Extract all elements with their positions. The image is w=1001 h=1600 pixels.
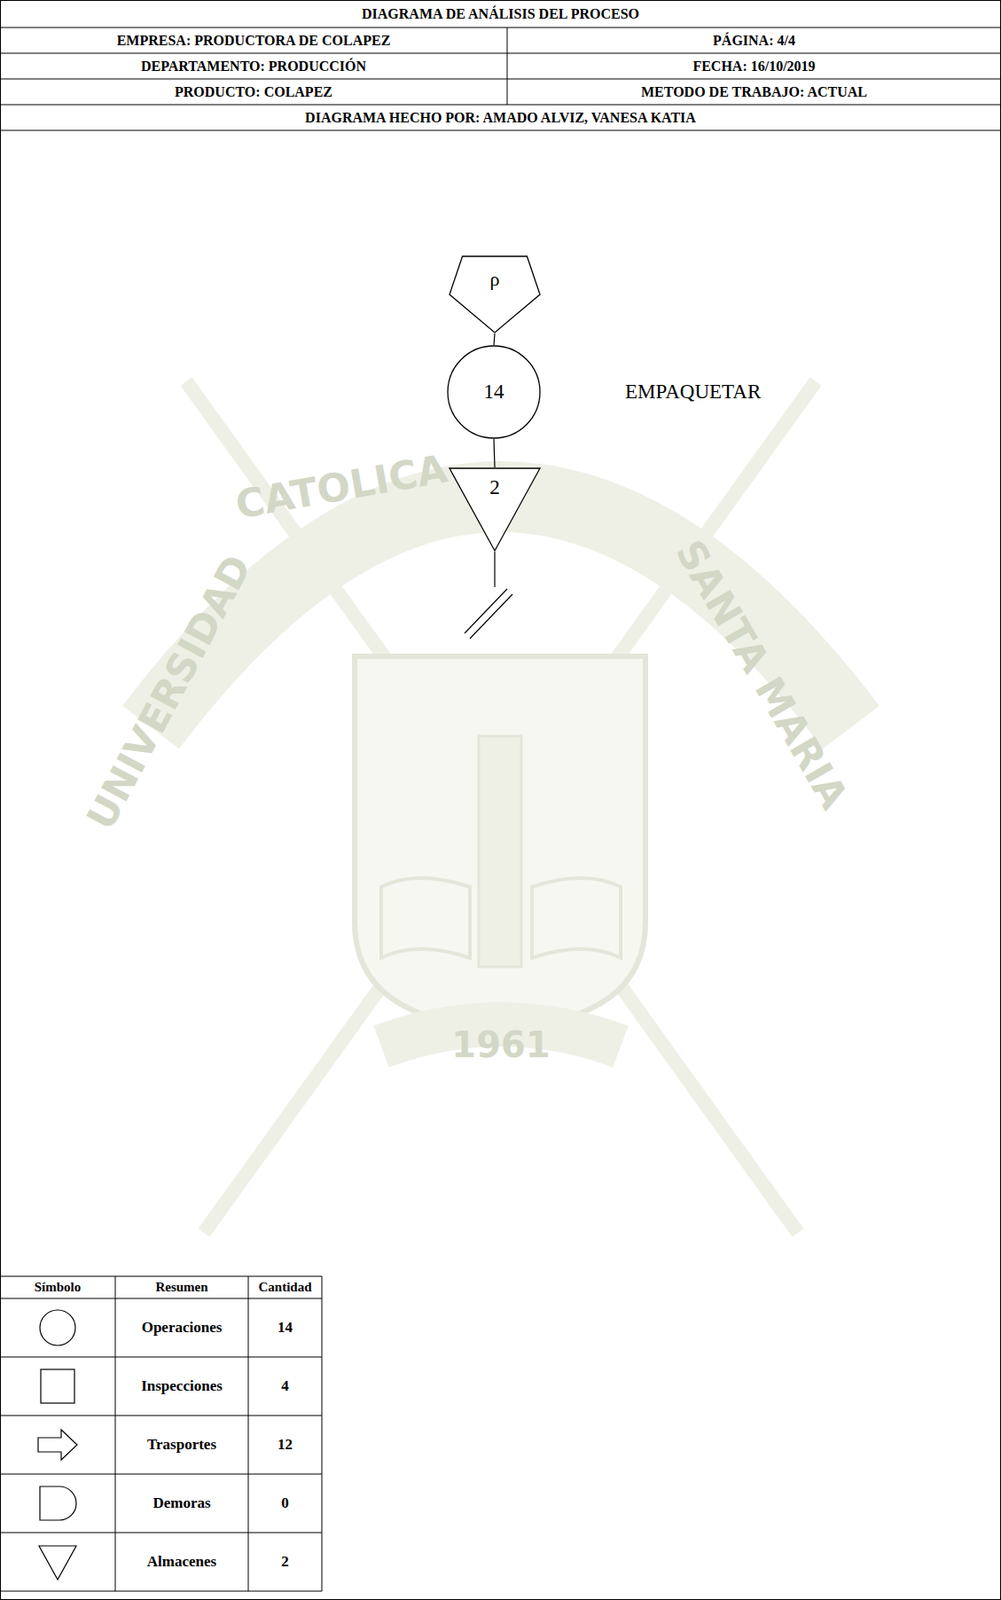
header-cell: DIAGRAMA HECHO POR: AMADO ALVIZ, VANESA …: [0, 104, 1001, 131]
quantity-cell: 0: [248, 1473, 322, 1533]
flow-line: [493, 438, 495, 468]
legend-symbol: [39, 1309, 76, 1346]
crest-tower: [478, 735, 522, 967]
crest-book: [381, 877, 470, 958]
pentagon-outline: [448, 255, 541, 334]
node-text: 14: [484, 380, 505, 404]
end-mark: [469, 594, 513, 639]
legend-rule: [0, 1415, 322, 1416]
flow-line: [493, 333, 495, 345]
table-rule: [0, 78, 1001, 80]
table-rule: [507, 27, 509, 105]
legend-text: Operaciones: [115, 1298, 249, 1357]
legend-text: Demoras: [115, 1473, 249, 1533]
legend-rule: [0, 1356, 322, 1358]
table-rule: [0, 130, 1001, 132]
legend-rule: [0, 1275, 1, 1591]
header-cell: EMPRESA: PRODUCTORA DE COLAPEZ: [0, 27, 508, 54]
header-cell: FECHA: 16/10/2019: [507, 53, 1001, 79]
header-cell: PÁGINA: 4/4: [507, 27, 1001, 54]
legend-text: Almacenes: [115, 1532, 249, 1591]
node-text: 2: [489, 476, 501, 500]
triangle-shape: [449, 468, 540, 551]
triangle-symbol: [39, 1545, 77, 1580]
square-symbol: [40, 1368, 75, 1403]
crest-shield: [354, 656, 646, 1029]
storage-triangle: 2: [448, 467, 541, 552]
table-rule: [0, 27, 1001, 29]
legend-rule: [0, 1298, 322, 1299]
pentagon-shape: [449, 256, 540, 333]
header-cell: METODO DE TRABAJO: ACTUAL: [507, 78, 1001, 105]
legend-rule: [0, 1532, 322, 1533]
legend-symbol: [39, 1485, 77, 1520]
chart-title: DIAGRAMA DE ANÁLISIS DEL PROCESO: [0, 0, 1001, 28]
flow-line: [493, 551, 495, 587]
legend-rule: [321, 1275, 323, 1591]
legend-symbol: [39, 1545, 77, 1580]
legend-symbol: [38, 1429, 78, 1460]
crest-book: [531, 877, 621, 958]
quantity-cell: 2: [248, 1532, 322, 1591]
circle-symbol: [39, 1309, 76, 1346]
legend-rule: [0, 1275, 322, 1277]
watermark: 1961: [412, 1021, 590, 1068]
legend-header: Símbolo: [0, 1275, 116, 1299]
operation-circle: 14: [446, 344, 541, 439]
arrow-symbol: [38, 1429, 78, 1460]
circle-shape: [447, 345, 540, 438]
legend-rule: [248, 1275, 250, 1591]
table-rule: [0, 53, 1001, 55]
legend-header: Resumen: [115, 1275, 249, 1299]
end-mark: [464, 588, 508, 634]
quantity-cell: 14: [248, 1298, 322, 1357]
quantity-cell: 12: [248, 1415, 322, 1474]
table-rule: [0, 104, 1001, 106]
quantity-cell: 4: [248, 1356, 322, 1416]
legend-symbol: [40, 1368, 75, 1403]
header-cell: DEPARTAMENTO: PRODUCCIÓN: [0, 53, 508, 79]
legend-rule: [0, 1473, 322, 1475]
legend-rule: [0, 1590, 322, 1592]
legend-header: Cantidad: [248, 1275, 322, 1299]
node-text: ρ: [490, 267, 501, 291]
operation-label: EMPAQUETAR: [625, 372, 856, 412]
header-cell: PRODUCTO: COLAPEZ: [0, 78, 508, 105]
watermark: UNIVERSIDAD: [62, 523, 274, 860]
delay-symbol: [39, 1485, 77, 1520]
legend-text: Inspecciones: [115, 1356, 249, 1416]
offpage-connector: ρ: [448, 255, 541, 334]
legend-text: Trasportes: [115, 1415, 249, 1474]
legend-rule: [115, 1275, 117, 1591]
